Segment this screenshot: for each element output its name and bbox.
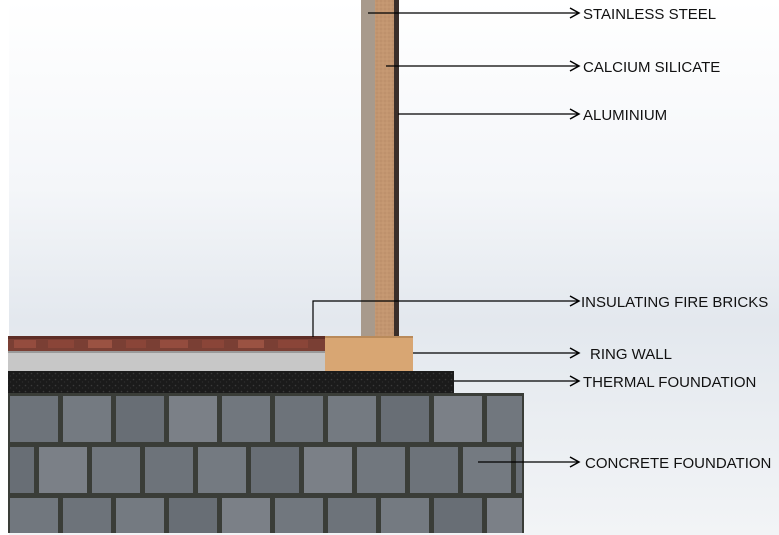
concrete-block: [92, 447, 140, 493]
label-concrete-foundation: CONCRETE FOUNDATION: [585, 455, 771, 472]
concrete-block: [434, 498, 482, 533]
concrete-block: [63, 498, 111, 533]
concrete-block: [434, 396, 482, 442]
concrete-block: [145, 447, 193, 493]
concrete-block: [304, 447, 352, 493]
concrete-block: [463, 447, 511, 493]
concrete-block: [328, 498, 376, 533]
label-ring-wall: RING WALL: [590, 346, 672, 363]
concrete-block: [169, 396, 217, 442]
annotation-thermal-foundation: THERMAL FOUNDATION: [454, 374, 756, 391]
annotation-insulating-fire-bricks: INSULATING FIRE BRICKS: [312, 294, 768, 337]
concrete-block: [275, 498, 323, 533]
concrete-block: [328, 396, 376, 442]
concrete-block: [10, 396, 58, 442]
concrete-block: [10, 447, 34, 493]
concrete-block: [116, 396, 164, 442]
stainless-steel-layer: [361, 0, 375, 336]
annotation-concrete-foundation: CONCRETE FOUNDATION: [478, 455, 771, 472]
calcium-silicate-layer: [375, 0, 394, 336]
ring-wall: [325, 336, 413, 371]
tank-floor: [8, 351, 325, 371]
concrete-block: [487, 498, 522, 533]
label-insulating-fire-bricks: INSULATING FIRE BRICKS: [581, 294, 768, 311]
concrete-block: [39, 447, 87, 493]
concrete-block: [487, 396, 522, 442]
tank-wall: [361, 0, 399, 336]
aluminium-layer: [394, 0, 399, 336]
concrete-block: [275, 396, 323, 442]
concrete-block: [116, 498, 164, 533]
concrete-block: [198, 447, 246, 493]
thermal-foundation: [8, 371, 454, 393]
concrete-block: [251, 447, 299, 493]
label-stainless-steel: STAINLESS STEEL: [583, 6, 716, 23]
label-calcium-silicate: CALCIUM SILICATE: [583, 59, 720, 76]
annotation-ring-wall: RING WALL: [413, 346, 672, 363]
concrete-block: [516, 447, 522, 493]
concrete-block: [169, 498, 217, 533]
concrete-blocks: [10, 396, 522, 533]
fire-bricks-strip: [8, 336, 325, 351]
concrete-block: [381, 498, 429, 533]
label-thermal-foundation: THERMAL FOUNDATION: [583, 374, 756, 391]
concrete-block: [222, 498, 270, 533]
annotation-aluminium: ALUMINIUM: [398, 107, 667, 124]
concrete-block: [63, 396, 111, 442]
concrete-block: [222, 396, 270, 442]
concrete-block: [357, 447, 405, 493]
annotation-calcium-silicate: CALCIUM SILICATE: [386, 59, 720, 76]
concrete-block: [410, 447, 458, 493]
annotation-stainless-steel: STAINLESS STEEL: [368, 6, 716, 23]
left-edge: [0, 0, 9, 535]
concrete-block: [10, 498, 58, 533]
label-aluminium: ALUMINIUM: [583, 107, 667, 124]
concrete-block: [381, 396, 429, 442]
